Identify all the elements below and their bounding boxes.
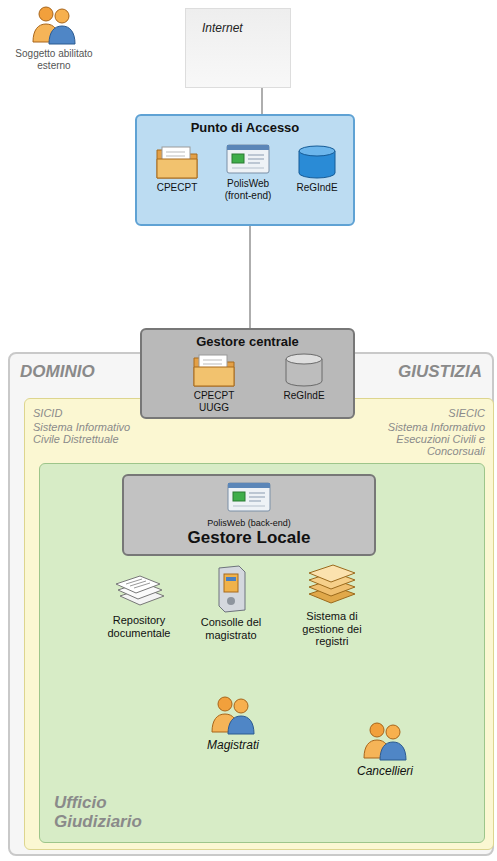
office-region: Ufficio Giudiziario PolisWeb (back-end)Ge… xyxy=(39,463,485,843)
node-label: Sistema Informativo Esecuzioni Civili e … xyxy=(345,421,485,457)
node-label: GIUSTIZIA xyxy=(398,362,482,382)
registry-icon: Sistema di gestione dei registri xyxy=(286,562,378,648)
external-user: Soggetto abilitato esterno xyxy=(4,4,104,71)
node-label: Sistema Informativo Civile Distrettuale xyxy=(33,421,153,445)
node-label: Repository documentale xyxy=(94,614,184,639)
central-manager-box: Gestore centraleCPECPT UUGG ReGIndE xyxy=(140,328,355,419)
node-label: Gestore Locale xyxy=(128,528,370,548)
node-label: SIECIC xyxy=(448,407,485,419)
node-label: SICID xyxy=(33,407,62,419)
users-icon xyxy=(207,694,259,736)
node-label: Soggetto abilitato esterno xyxy=(4,48,104,71)
node-label: Internet xyxy=(202,21,243,35)
system-band: SICID Sistema Informativo Civile Distrett… xyxy=(24,398,494,850)
node-label: CPECPT xyxy=(143,182,211,194)
node-label: ReGIndE xyxy=(285,182,349,194)
node-label: Sistema di gestione dei registri xyxy=(286,610,378,648)
node-label: PolisWeb (back-end) xyxy=(128,518,370,528)
user-group: Cancellieri xyxy=(340,720,430,778)
dbgray-icon xyxy=(283,352,325,388)
node-label: Magistrati xyxy=(192,738,274,752)
service-icon: CPECPT UUGG xyxy=(178,352,250,413)
node-label: Cancellieri xyxy=(340,764,430,778)
web-icon xyxy=(225,142,271,176)
connector-line xyxy=(261,88,263,114)
console-icon: Consolle del magistrato xyxy=(190,564,272,641)
access-point-box: Punto di AccessoCPECPTPolisWeb (front-en… xyxy=(135,114,355,226)
network-cloud: Internet xyxy=(185,8,291,88)
repository-icon: Repository documentale xyxy=(94,570,184,639)
web-icon xyxy=(226,480,272,514)
node-label: ReGIndE xyxy=(272,390,336,402)
node-label: Gestore centrale xyxy=(142,330,353,349)
web-app-icon: PolisWeb (front-end) xyxy=(213,142,283,201)
user-group: Magistrati xyxy=(192,694,274,752)
node-label: Consolle del magistrato xyxy=(190,616,272,641)
users-icon xyxy=(28,4,80,46)
docs-icon xyxy=(112,570,166,612)
node-label: Punto di Accesso xyxy=(137,116,353,135)
node-label: Ufficio Giudiziario xyxy=(54,793,174,832)
console-icon xyxy=(211,564,251,614)
domain-frame: DOMINIO GIUSTIZIA SICID Sistema Informativo… xyxy=(8,352,494,856)
service-icon: CPECPT xyxy=(143,144,211,194)
connector-line xyxy=(249,226,251,328)
node-label: DOMINIO xyxy=(20,362,95,382)
users-icon xyxy=(359,720,411,762)
node-label: PolisWeb (front-end) xyxy=(213,178,283,201)
local-manager-box: PolisWeb (back-end)Gestore Locale xyxy=(122,474,376,556)
node-label: CPECPT UUGG xyxy=(178,390,250,413)
folder-icon xyxy=(192,352,236,388)
registers-icon xyxy=(305,562,359,608)
db-icon xyxy=(296,144,338,180)
database-icon: ReGIndE xyxy=(272,352,336,402)
database-icon: ReGIndE xyxy=(285,144,349,194)
folder-icon xyxy=(155,144,199,180)
